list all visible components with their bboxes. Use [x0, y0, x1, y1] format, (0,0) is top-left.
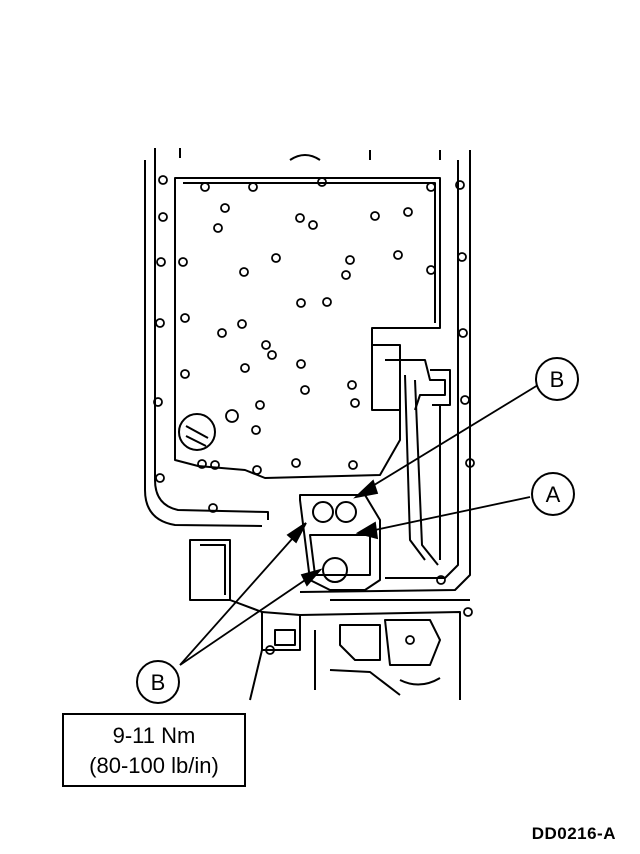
valve-body-plate: [174, 177, 441, 479]
torque-spec-box: 9-11 Nm (80-100 lb/in): [62, 713, 246, 787]
figure-id: DD0216-A: [531, 824, 616, 843]
plate-bolt-holes: [178, 177, 436, 475]
callout-a: A: [531, 472, 575, 516]
svg-text:A: A: [546, 482, 561, 507]
torque-metric: 9-11 Nm: [112, 723, 196, 748]
filter-screen: [178, 413, 216, 451]
torque-imperial: (80-100 lb/in): [89, 753, 219, 778]
svg-text:B: B: [151, 670, 166, 695]
callout-b-upper: B: [535, 357, 579, 401]
transmission-case-outline: [144, 148, 471, 593]
lower-case-details: [189, 539, 470, 701]
case-flange-bolt-holes: [153, 175, 475, 655]
detent-spring-bracket: [299, 494, 381, 591]
callout-b-lower: B: [136, 660, 180, 704]
svg-text:B: B: [550, 367, 565, 392]
manual-valve-linkage: [371, 345, 451, 566]
callout-leaders: [179, 384, 539, 666]
